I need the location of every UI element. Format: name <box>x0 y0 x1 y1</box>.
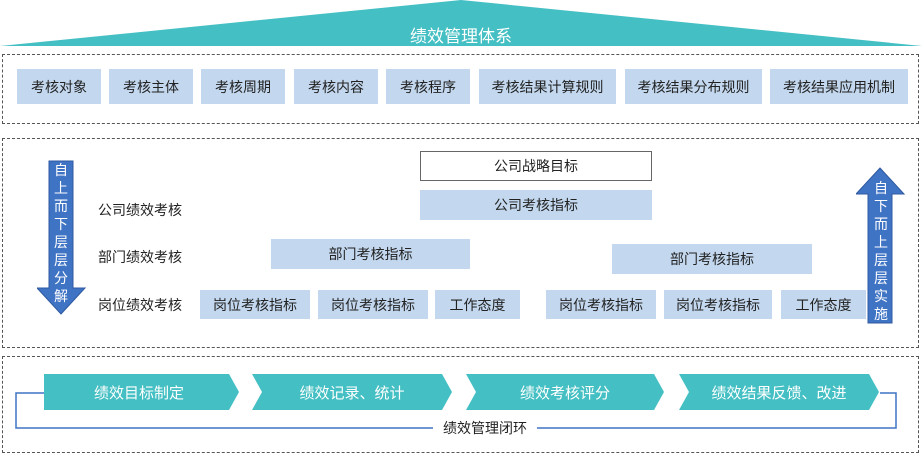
element-box: 考核结果计算规则 <box>479 69 616 104</box>
cycle-step: 绩效结果反馈、改进 <box>711 383 847 402</box>
elements-section <box>2 54 919 124</box>
post-indicator-box: 岗位考核指标 <box>664 290 772 319</box>
element-box: 考核对象 <box>17 69 101 104</box>
post-indicator-box: 岗位考核指标 <box>318 290 428 319</box>
cycle-step: 绩效考核评分 <box>519 383 610 402</box>
dept-indicator-box-right: 部门考核指标 <box>612 244 812 274</box>
work-attitude-box: 工作态度 <box>435 290 520 319</box>
post-indicator-box: 岗位考核指标 <box>200 290 310 319</box>
cycle-step: 绩效记录、统计 <box>299 383 405 402</box>
element-box: 考核结果应用机制 <box>770 69 908 104</box>
strategy-box: 公司战略目标 <box>420 151 652 181</box>
company-indicator-box: 公司考核指标 <box>420 190 652 220</box>
row-label-company: 公司绩效考核 <box>98 203 182 219</box>
cycle-step-shape <box>466 374 664 410</box>
dept-indicator-box-left: 部门考核指标 <box>271 239 470 269</box>
hierarchy-section <box>2 138 919 348</box>
cycle-section <box>2 356 919 453</box>
cycle-step-shape <box>679 374 879 410</box>
bottom-up-arrow <box>856 167 906 324</box>
cycle-step-shape <box>44 374 239 410</box>
top-down-label: 自 上 而 下 层 层 分 解 <box>54 163 68 305</box>
roof-banner <box>0 0 922 46</box>
system-title: 绩效管理体系 <box>410 27 512 47</box>
top-down-arrow <box>37 160 87 315</box>
cycle-step-shape <box>252 374 452 410</box>
element-box: 考核程序 <box>386 69 470 104</box>
row-label-post: 岗位绩效考核 <box>98 298 182 314</box>
element-box: 考核内容 <box>294 69 378 104</box>
loop-label: 绩效管理闭环 <box>433 418 537 438</box>
work-attitude-box: 工作态度 <box>781 290 866 319</box>
element-box: 考核主体 <box>109 69 193 104</box>
cycle-step: 绩效目标制定 <box>93 383 184 402</box>
element-box: 考核周期 <box>201 69 285 104</box>
element-box: 考核结果分布规则 <box>625 69 762 104</box>
row-label-dept: 部门绩效考核 <box>98 250 182 266</box>
bottom-up-label: 自 下 而 上 层 层 实 施 <box>874 181 888 323</box>
post-indicator-box: 岗位考核指标 <box>546 290 656 319</box>
